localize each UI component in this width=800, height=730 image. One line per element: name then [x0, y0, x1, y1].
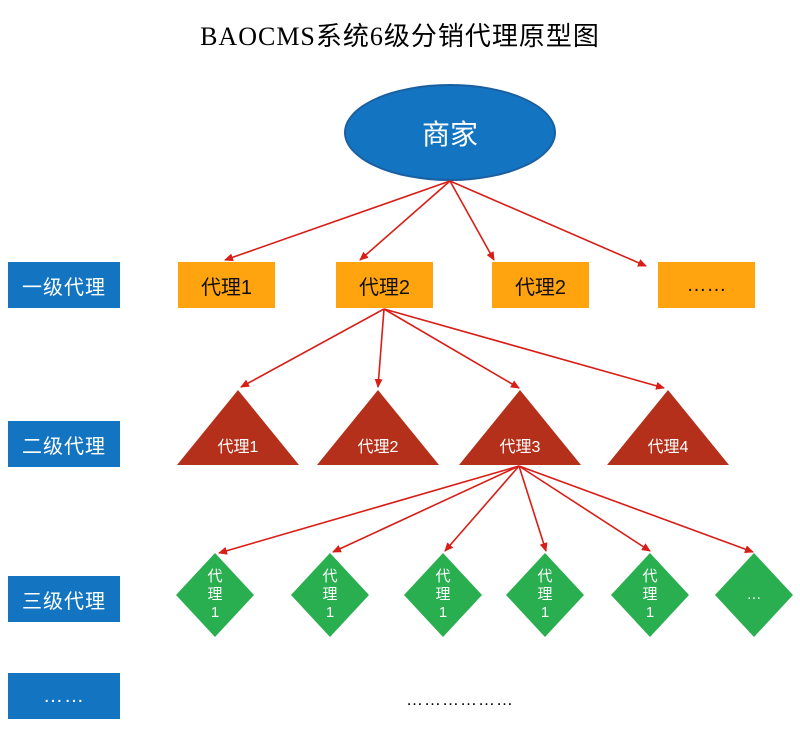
side-label-level2: 二级代理 [8, 421, 120, 467]
level1-node-3: 代理2 [492, 262, 589, 308]
level2-node-3: 代理3 [459, 390, 581, 465]
node-label: 代理1 [322, 568, 338, 621]
side-label-more-levels: …… [8, 673, 120, 719]
side-label-text: 一级代理 [22, 276, 106, 299]
root-node-merchant: 商家 [344, 84, 556, 181]
side-label-level1: 一级代理 [8, 262, 120, 308]
level2-node-4: 代理4 [607, 390, 729, 465]
side-label-text: 二级代理 [22, 435, 106, 458]
level1-node-1: 代理1 [178, 262, 275, 308]
level2-node-1: 代理1 [177, 390, 299, 465]
node-label: 代理1 [207, 568, 223, 621]
node-label: 代理1 [200, 276, 253, 299]
root-node-label: 商家 [421, 118, 478, 150]
level3-node-5: 代理1 [611, 553, 689, 637]
level3-node-2: 代理1 [291, 553, 369, 637]
node-label: 代理2 [358, 276, 411, 299]
ellipsis-dots: ……………… [406, 690, 514, 709]
level3-node-4: 代理1 [506, 553, 584, 637]
page-title: BAOCMS系统6级分销代理原型图 [200, 22, 600, 51]
level1-node-more: …… [658, 262, 755, 308]
side-label-text: …… [43, 684, 85, 707]
node-label: 代理2 [357, 439, 399, 456]
level3-node-3: 代理1 [404, 553, 482, 637]
level2-node-2: 代理2 [317, 390, 439, 465]
node-label: … [746, 586, 762, 603]
node-label: 代理4 [647, 439, 689, 456]
node-label: 代理1 [217, 439, 259, 456]
side-label-text: 三级代理 [22, 590, 106, 613]
node-label: …… [686, 273, 727, 296]
level3-node-more: … [715, 553, 793, 637]
node-label: 代理1 [537, 568, 553, 621]
level3-node-1: 代理1 [176, 553, 254, 637]
node-label: 代理2 [514, 276, 567, 299]
level1-node-2: 代理2 [336, 262, 433, 308]
node-label: 代理1 [435, 568, 451, 621]
side-label-level3: 三级代理 [8, 576, 120, 622]
node-label: 代理1 [642, 568, 658, 621]
node-label: 代理3 [499, 439, 541, 456]
